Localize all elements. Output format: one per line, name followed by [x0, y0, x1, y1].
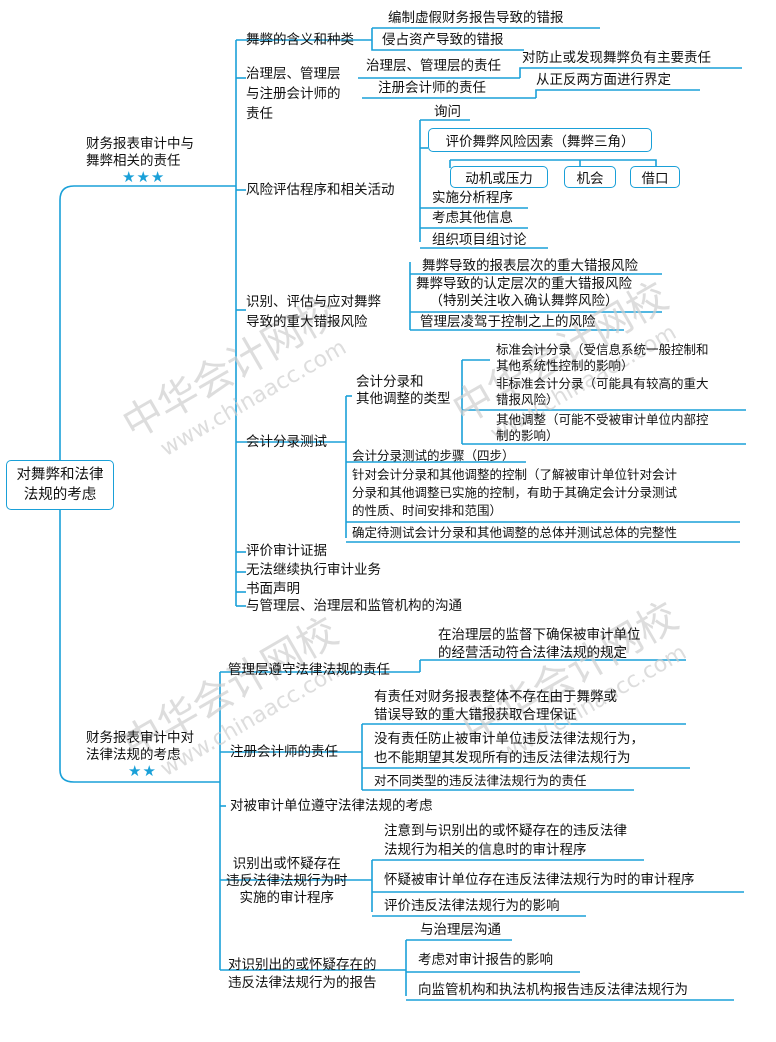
no-prevention-line1: 没有责任防止被审计单位违反法律法规行为，	[374, 731, 644, 747]
risk-inquiry: 询问	[434, 104, 461, 120]
root-label: 对舞弊和法律法规的考虑	[16, 467, 104, 503]
communications: 与管理层、治理层和监管机构的沟通	[246, 598, 462, 614]
entry-controls-line2: 分录和其他调整已实施的控制，有助于其确定会计分录测试	[352, 485, 678, 500]
management-compliance-line1: 在治理层的监督下确保被审计单位	[438, 627, 641, 643]
noncompliance-procedures-line3: 实施的审计程序	[239, 890, 335, 906]
suspicion-procedures: 怀疑被审计单位存在违反法律法规行为时的审计程序	[384, 872, 695, 888]
no-prevention-line2: 也不能期望其发现所有的违反法律法规行为	[374, 750, 631, 766]
risk-analytics: 实施分析程序	[432, 190, 513, 206]
fraud-type-1: 编制虚假财务报告导致的错报	[388, 10, 564, 26]
entry-controls-line1: 针对会计分录和其他调整的控制（了解被审计单位针对会计	[352, 467, 678, 482]
fraud-definition-node: 舞弊的含义和种类	[246, 32, 354, 48]
assertion-level-risk: 舞弊导致的认定层次的重大错报风险 （特别关注收入确认舞弊风险）	[416, 276, 632, 310]
material-misstatement-node: 识别、评估与应对舞弊 导致的重大错报风险	[246, 292, 381, 332]
branch2-title-line2: 法律法规的考虑	[86, 747, 181, 763]
info-procedures: 注意到与识别出的或怀疑存在的违反法律 法规行为相关的信息时的审计程序	[384, 822, 627, 860]
branch1-title: 财务报表审计中与 舞弊相关的责任	[86, 136, 194, 170]
entry-controls-line3: 的性质、时间安排和范围）	[352, 503, 503, 518]
info-procedures-line2: 法规行为相关的信息时的审计程序	[384, 842, 587, 858]
written-representations: 书面声明	[246, 581, 300, 597]
reporting-line1: 对识别出的或怀疑存在的	[228, 957, 377, 973]
auditor-responsibility-detail: 从正反两方面进行界定	[536, 72, 671, 88]
journal-entry-testing-node: 会计分录测试	[246, 434, 327, 450]
triangle-opportunity: 机会	[564, 166, 616, 188]
noncompliance-procedures-node: 识别出或怀疑存在 违反法律法规行为时 实施的审计程序	[226, 856, 348, 907]
branch2-stars: ★★	[128, 762, 157, 780]
material-misstatement-line2: 导致的重大错报风险	[246, 314, 368, 330]
governance-responsibility-detail: 对防止或发现舞弊负有主要责任	[522, 50, 711, 66]
reasonable-assurance-line1: 有责任对财务报表整体不存在由于舞弊或	[374, 689, 617, 705]
fraud-triangle-box: 评价舞弊风险因素（舞弊三角）	[428, 128, 652, 152]
management-compliance-detail: 在治理层的监督下确保被审计单位 的经营活动符合法律法规的规定	[438, 626, 641, 662]
noncompliance-procedures-line2: 违反法律法规行为时	[226, 873, 348, 889]
testing-steps: 会计分录测试的步骤（四步）	[352, 448, 515, 463]
root-node: 对舞弊和法律法规的考虑	[6, 460, 114, 510]
nonstandard-entries-line2: 错报风险）	[496, 392, 559, 407]
governance-responsibility: 治理层、管理层的责任	[366, 58, 501, 74]
branch2-title: 财务报表审计中对 法律法规的考虑	[86, 730, 194, 764]
risk-other-info: 考虑其他信息	[432, 210, 513, 226]
triangle-rationalization: 借口	[630, 166, 680, 188]
material-misstatement-line1: 识别、评估与应对舞弊	[246, 294, 381, 310]
standard-entries-line2: 其他系统性控制的影响）	[496, 358, 634, 373]
population-completeness: 确定待测试会计分录和其他调整的总体并测试总体的完整性	[352, 525, 678, 540]
responsibility-line3: 责任	[246, 106, 273, 122]
override-risk: 管理层凌驾于控制之上的风险	[420, 314, 596, 330]
unable-to-continue: 无法继续执行审计业务	[246, 562, 381, 578]
noncompliance-procedures-line1: 识别出或怀疑存在	[232, 856, 341, 872]
report-to-governance: 与治理层沟通	[420, 922, 501, 938]
reasonable-assurance: 有责任对财务报表整体不存在由于舞弊或 错误导致的重大错报获取合理保证	[374, 688, 617, 724]
reasonable-assurance-line2: 错误导致的重大错报获取合理保证	[374, 707, 577, 723]
other-adjustments: 其他调整（可能不受被审计单位内部控 制的影响）	[496, 412, 709, 444]
evaluate-evidence: 评价审计证据	[246, 543, 327, 559]
branch1-title-line1: 财务报表审计中与	[86, 136, 194, 152]
nonstandard-entries: 非标准会计分录（可能具有较高的重大 错报风险）	[496, 376, 709, 408]
statement-level-risk: 舞弊导致的报表层次的重大错报风险	[422, 258, 638, 274]
management-compliance-line2: 的经营活动符合法律法规的规定	[438, 645, 627, 661]
standard-entries-line1: 标准会计分录（受信息系统一般控制和	[496, 342, 709, 357]
entry-controls: 针对会计分录和其他调整的控制（了解被审计单位针对会计 分录和其他调整已实施的控制…	[352, 466, 677, 520]
info-procedures-line1: 注意到与识别出的或怀疑存在的违反法律	[384, 823, 627, 839]
auditor-law-responsibility-node: 注册会计师的责任	[230, 744, 338, 760]
branch2-title-line1: 财务报表审计中对	[86, 730, 194, 746]
other-adjustments-line1: 其他调整（可能不受被审计单位内部控	[496, 412, 709, 427]
reporting-line2: 违反法律法规行为的报告	[228, 975, 377, 991]
entry-types-node: 会计分录和 其他调整的类型	[356, 374, 451, 408]
report-to-regulators: 向监管机构和执法机构报告违反法律法规行为	[418, 982, 688, 998]
triangle-pressure: 动机或压力	[450, 166, 548, 188]
assertion-level-risk-line2: （特别关注收入确认舞弊风险）	[429, 293, 619, 309]
branch1-stars: ★★★	[122, 168, 166, 186]
responsibility-node: 治理层、管理层 与注册会计师的 责任	[246, 64, 341, 124]
risk-team-discussion: 组织项目组讨论	[432, 232, 527, 248]
evaluate-noncompliance: 评价违反法律法规行为的影响	[384, 898, 560, 914]
reporting-node: 对识别出的或怀疑存在的 违反法律法规行为的报告	[228, 956, 377, 992]
entry-types-line2: 其他调整的类型	[356, 391, 451, 407]
compliance-consideration: 对被审计单位遵守法律法规的考虑	[230, 798, 433, 814]
entry-types-line1: 会计分录和	[356, 374, 424, 390]
audit-report-impact: 考虑对审计报告的影响	[418, 952, 553, 968]
assertion-level-risk-line1: 舞弊导致的认定层次的重大错报风险	[416, 276, 632, 292]
other-adjustments-line2: 制的影响）	[496, 428, 559, 443]
nonstandard-entries-line1: 非标准会计分录（可能具有较高的重大	[496, 376, 709, 391]
no-prevention-responsibility: 没有责任防止被审计单位违反法律法规行为， 也不能期望其发现所有的违反法律法规行为	[374, 730, 644, 768]
branch1-title-line2: 舞弊相关的责任	[86, 153, 181, 169]
responsibility-line2: 与注册会计师的	[246, 86, 341, 102]
management-compliance-node: 管理层遵守法律法规的责任	[228, 662, 390, 678]
auditor-responsibility: 注册会计师的责任	[378, 80, 486, 96]
risk-assessment-node: 风险评估程序和相关活动	[246, 182, 395, 198]
fraud-type-2: 侵占资产导致的错报	[382, 32, 504, 48]
responsibility-line1: 治理层、管理层	[246, 66, 341, 82]
standard-entries: 标准会计分录（受信息系统一般控制和 其他系统性控制的影响）	[496, 342, 709, 374]
responsibility-by-type: 对不同类型的违反法律法规行为的责任	[374, 773, 587, 788]
